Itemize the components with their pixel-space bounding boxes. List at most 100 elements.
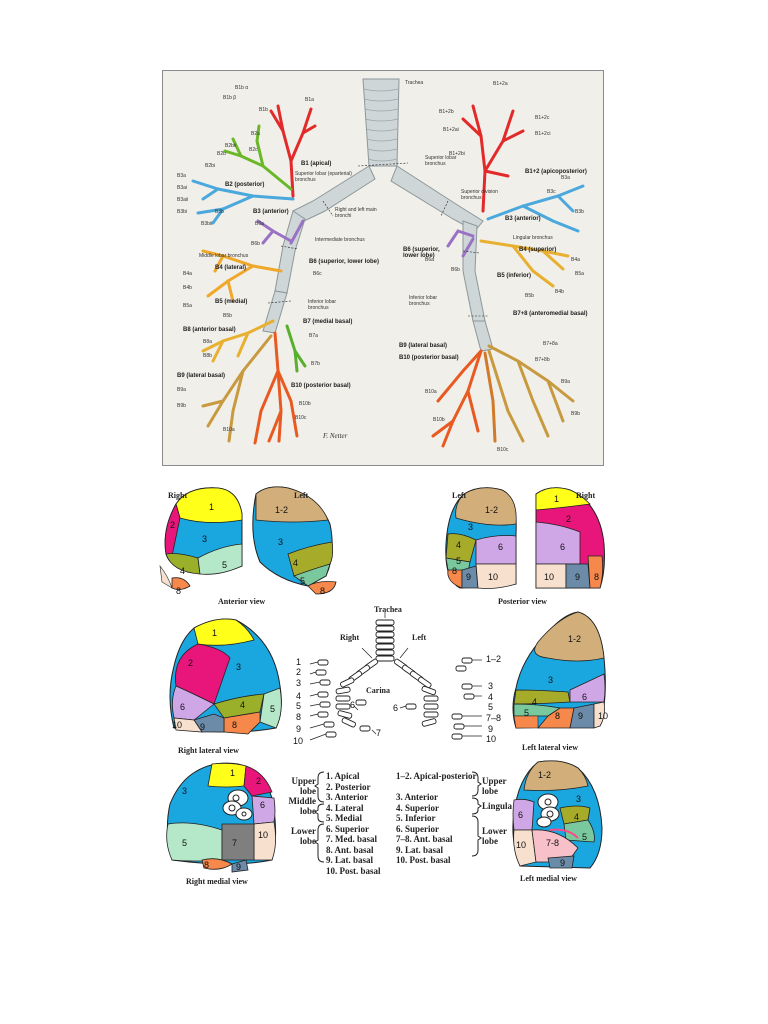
small-label: B3b — [575, 209, 584, 215]
right-lateral-view-diagram — [164, 616, 288, 746]
segment-number: 9 — [560, 858, 565, 868]
segment-number: 10 — [172, 720, 182, 730]
b3-anterior-left-label: B3 (anterior) — [505, 216, 541, 222]
small-label: B10b — [433, 417, 445, 423]
intermediate-bronchus-label: Intermediate bronchus — [315, 237, 365, 243]
segment-number: 8 — [452, 566, 457, 576]
anterior-right-label: Right — [168, 491, 187, 500]
segment-number: 10 — [544, 572, 554, 582]
right-medial-view-diagram — [162, 760, 286, 876]
small-label: B3c — [547, 189, 556, 195]
segment-number: 5 — [456, 556, 461, 566]
b1-apical-label: B1 (apical) — [301, 161, 331, 167]
posterior-left-label: Left — [452, 491, 466, 500]
main-bronchi-label: Right and left main bronchi — [335, 207, 381, 219]
right-segment-legend: 1. Apical 2. Posterior 3. Anterior 4. La… — [326, 771, 381, 876]
seg-post-basal-med — [254, 822, 276, 860]
small-label: B6a — [425, 257, 434, 263]
b10-posterior-basal-left-label: B10 (posterior basal) — [399, 355, 459, 361]
small-label: B6b — [251, 241, 260, 247]
b4-superior-label: B4 (superior) — [519, 247, 556, 253]
trachea-label: Trachea — [405, 80, 423, 86]
segment-number: 8 — [320, 586, 325, 596]
lingular-bronchus-label: Lingular bronchus — [513, 235, 553, 241]
center-right-label: Right — [340, 633, 359, 642]
center-left-label: Left — [412, 633, 426, 642]
middle-lobar-bronchus-label: Middle lobar bronchus — [199, 253, 248, 259]
segment-number: 5 — [182, 838, 187, 848]
legend-item: 1–2. Apical-posterior — [396, 771, 477, 782]
legend-item: 3. Anterior — [326, 792, 381, 803]
small-label: B3bii — [201, 221, 212, 227]
small-label: B2bii — [225, 143, 236, 149]
seg-apical-lat — [194, 619, 254, 645]
segment-number: 6 — [180, 702, 185, 712]
right-upper-lobe-label: Upper lobe — [282, 776, 316, 796]
carina-label: Carina — [366, 686, 390, 695]
legend-item: 4. Lateral — [326, 803, 381, 814]
segment-number: 9 — [200, 722, 205, 732]
segment-number: 7 — [232, 838, 237, 848]
b6-superior-left-label: B6 (superior, lower lobe) — [403, 247, 443, 259]
segment-number: 8 — [296, 712, 301, 722]
small-label: B5a — [183, 303, 192, 309]
small-label: B7b — [311, 361, 320, 367]
small-label: B10a — [425, 389, 437, 395]
superior-lobar-eparterial-label: Superior lobar (eparterial) bronchus — [295, 171, 355, 183]
legend-item: 5. Inferior — [396, 813, 477, 824]
small-label: B6b — [451, 267, 460, 273]
seg-superior-lower-post — [476, 536, 516, 565]
small-label: B2c — [249, 147, 258, 153]
segment-number: 1 — [209, 502, 214, 512]
segment-number: 3 — [576, 794, 581, 804]
segment-number: 1 — [554, 494, 559, 504]
segment-number: 4 — [488, 692, 493, 702]
bronchial-segments-diagram — [296, 604, 508, 748]
small-label: B10c — [497, 447, 508, 453]
legend-item: 3. Anterior — [396, 792, 477, 803]
segment-number: 1-2 — [275, 505, 288, 515]
legend-item: 6. Superior — [396, 824, 477, 835]
segment-number: 6 — [260, 800, 265, 810]
small-label: B7a — [309, 333, 318, 339]
segment-number: 2 — [170, 520, 175, 530]
left-medial-view-title: Left medial view — [520, 874, 577, 883]
small-label: B5a — [575, 271, 584, 277]
left-lateral-view-title: Left lateral view — [522, 743, 578, 752]
seg-med-basal-med — [222, 824, 254, 860]
segment-number: 10 — [258, 830, 268, 840]
left-legend-braces — [470, 770, 482, 866]
legend-item: 8. Ant. basal — [326, 845, 381, 856]
small-label: B1+2a — [493, 81, 508, 87]
anterior-left-label: Left — [294, 491, 308, 500]
segment-number: 3 — [278, 537, 283, 547]
legend-item: 4. Superior — [396, 803, 477, 814]
small-label: B2bi — [205, 163, 215, 169]
seg-medial-med — [167, 823, 222, 861]
segment-number: 6 — [560, 542, 565, 552]
small-label: B2a — [251, 131, 260, 137]
segment-number: 2 — [188, 658, 193, 668]
segment-number: 1 — [212, 628, 217, 638]
segment-number: 1-2 — [568, 634, 581, 644]
small-label: B1b α — [235, 85, 248, 91]
segment-number: 8 — [555, 711, 560, 721]
small-label: B4b — [183, 285, 192, 291]
left-bronchus-rings — [394, 658, 438, 726]
small-label: B2b — [217, 151, 226, 157]
small-label: B6c — [313, 271, 322, 277]
small-label: B1+2ai — [443, 127, 459, 133]
segment-number: 6 — [582, 692, 587, 702]
segment-number: 5 — [488, 702, 493, 712]
segment-number: 10 — [598, 711, 608, 721]
small-label: B5b — [525, 293, 534, 299]
segment-number: 8 — [594, 572, 599, 582]
segment-number: 4 — [240, 700, 245, 710]
segment-number: 9 — [296, 724, 301, 734]
b3-anterior-right-label: B3 (anterior) — [253, 209, 289, 215]
segment-number: 1–2 — [486, 654, 501, 664]
anterior-view-diagram — [158, 484, 348, 596]
legend-item — [396, 782, 477, 793]
left-anterior-branches — [488, 186, 583, 231]
segment-number: 1 — [230, 768, 235, 778]
